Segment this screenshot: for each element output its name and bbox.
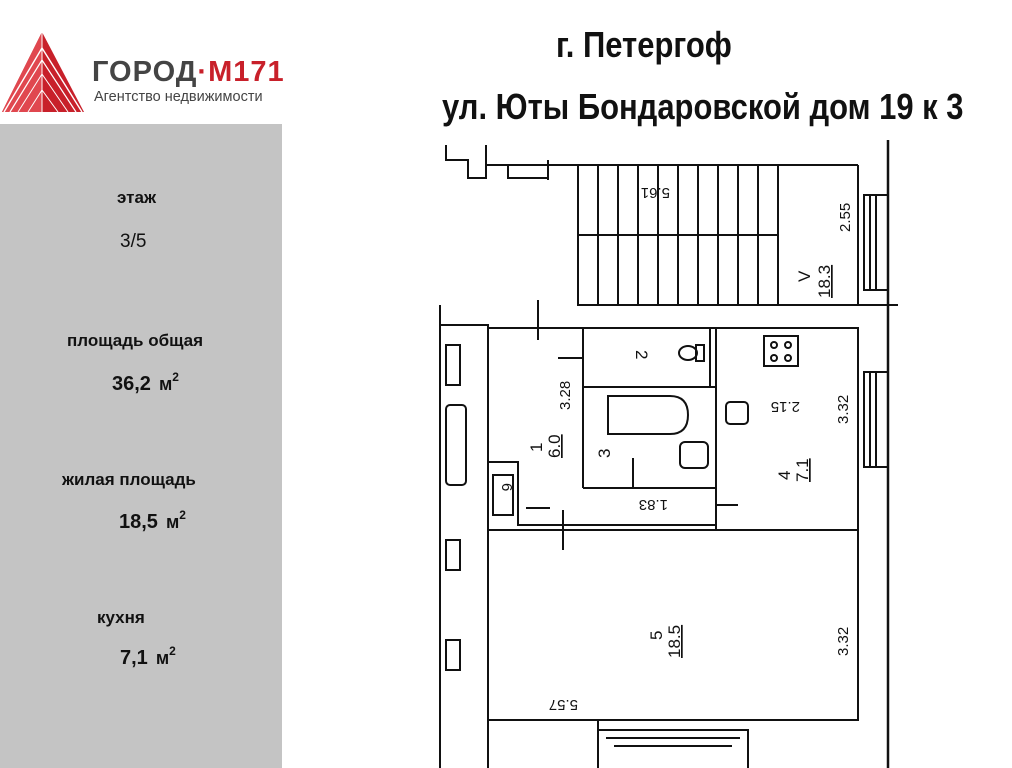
room5-area-label: 18.5 [665, 625, 684, 658]
room1-height-label: 3.28 [557, 381, 574, 410]
stair-depth-label: 2.55 [837, 203, 854, 232]
brand-name: ГОРОД·М171 [92, 56, 285, 88]
room2-number: 2 [632, 350, 651, 359]
room5-depth-label: 3.32 [835, 627, 852, 656]
room5-number: 5 [647, 631, 666, 640]
triangle-logo-icon [2, 32, 84, 113]
address-title: ул. Юты Бондаровской дом 19 к 3 [442, 86, 964, 127]
stair-area-label: 18.3 [815, 265, 834, 298]
brand-tagline: Агентство недвижимости [94, 89, 263, 105]
total-area-label: площадь общая [67, 331, 204, 350]
stair-label: V [795, 270, 814, 282]
room5-width-label: 5.57 [549, 696, 578, 713]
room1-number: 1 [527, 443, 546, 452]
room3-number: 3 [595, 449, 614, 458]
room1-area-label: 6.0 [545, 434, 564, 458]
room4-depth-label: 3.32 [835, 395, 852, 424]
room6-number: 6 [498, 483, 515, 491]
floor-plan: 5.61 2.55 V 18.3 2 3.28 1 6.0 3 1.83 6 2… [439, 140, 898, 768]
city-title: г. Петергоф [556, 24, 732, 65]
kitchen-label: кухня [97, 608, 145, 627]
room4-area-label: 7.1 [793, 458, 812, 482]
room4-width-label: 2.15 [771, 398, 800, 415]
floor-label: этаж [117, 188, 156, 207]
living-area-label: жилая площадь [62, 470, 196, 489]
company-logo: ГОРОД·М171 Агентство недвижимости [0, 28, 290, 120]
stair-width-label: 5.61 [641, 184, 670, 201]
bath-width-label: 1.83 [639, 496, 668, 513]
floor-value: 3/5 [120, 231, 147, 252]
room4-number: 4 [775, 471, 794, 480]
